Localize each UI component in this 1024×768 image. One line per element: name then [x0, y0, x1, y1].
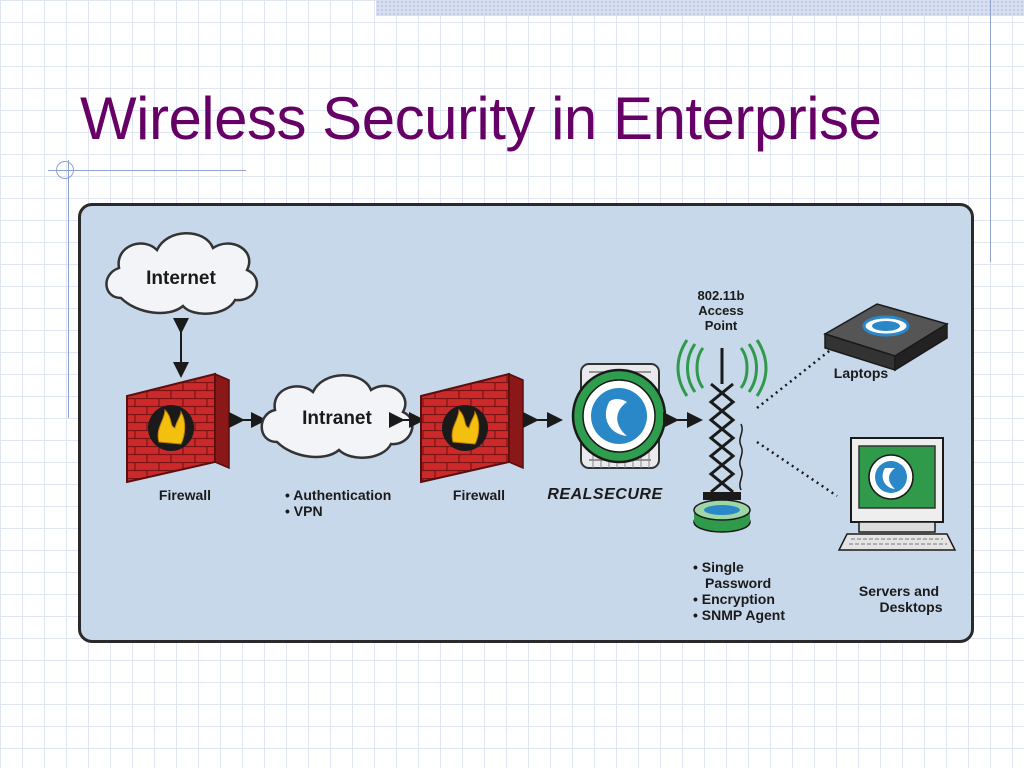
intranet-cloud: Intranet — [260, 374, 414, 459]
ap-note-encryption: • Encryption — [693, 591, 775, 607]
ap-note-snmp: • SNMP Agent — [693, 607, 785, 623]
slide-title: Wireless Security in Enterprise — [80, 85, 882, 152]
left-decor-line — [68, 160, 69, 418]
right-decor-line — [990, 0, 991, 262]
internet-cloud: Internet — [105, 232, 259, 315]
top-decor-band — [376, 0, 1024, 16]
firewall-right-icon — [420, 372, 524, 484]
realsecure-label: REALSECURE — [547, 486, 663, 503]
firewall-right-label: Firewall — [453, 487, 505, 503]
title-rule — [48, 170, 246, 171]
access-point-label-line3: Point — [705, 318, 738, 333]
desktop-computer-icon — [837, 437, 957, 551]
laptops-label: Laptops — [834, 365, 889, 381]
firewall-left-icon — [126, 372, 230, 484]
intranet-label: Intranet — [302, 408, 372, 429]
ap-note-single: • Single — [693, 559, 744, 575]
servers-label-line2: Desktops — [879, 599, 942, 615]
access-point-tower-icon — [676, 339, 768, 533]
servers-label-line1: Servers and — [859, 583, 939, 599]
access-point-label-line2: Access — [698, 303, 744, 318]
internet-label: Internet — [146, 268, 216, 289]
network-diagram-svg: Internet Firewall Intranet • Authenticat… — [105, 232, 957, 623]
firewall-left-label: Firewall — [159, 487, 211, 503]
realsecure-device-icon — [571, 363, 667, 469]
wireless-link-laptops — [756, 347, 834, 409]
ap-note-password: Password — [705, 575, 771, 591]
access-point-label-line1: 802.11b — [698, 288, 745, 303]
intranet-note-authentication: • Authentication — [285, 487, 391, 503]
wireless-link-servers — [756, 440, 838, 498]
intranet-note-vpn: • VPN — [285, 503, 323, 519]
laptop-icon — [823, 303, 949, 372]
title-ring-decor — [56, 161, 74, 179]
network-diagram: Internet Firewall Intranet • Authenticat… — [78, 203, 974, 643]
